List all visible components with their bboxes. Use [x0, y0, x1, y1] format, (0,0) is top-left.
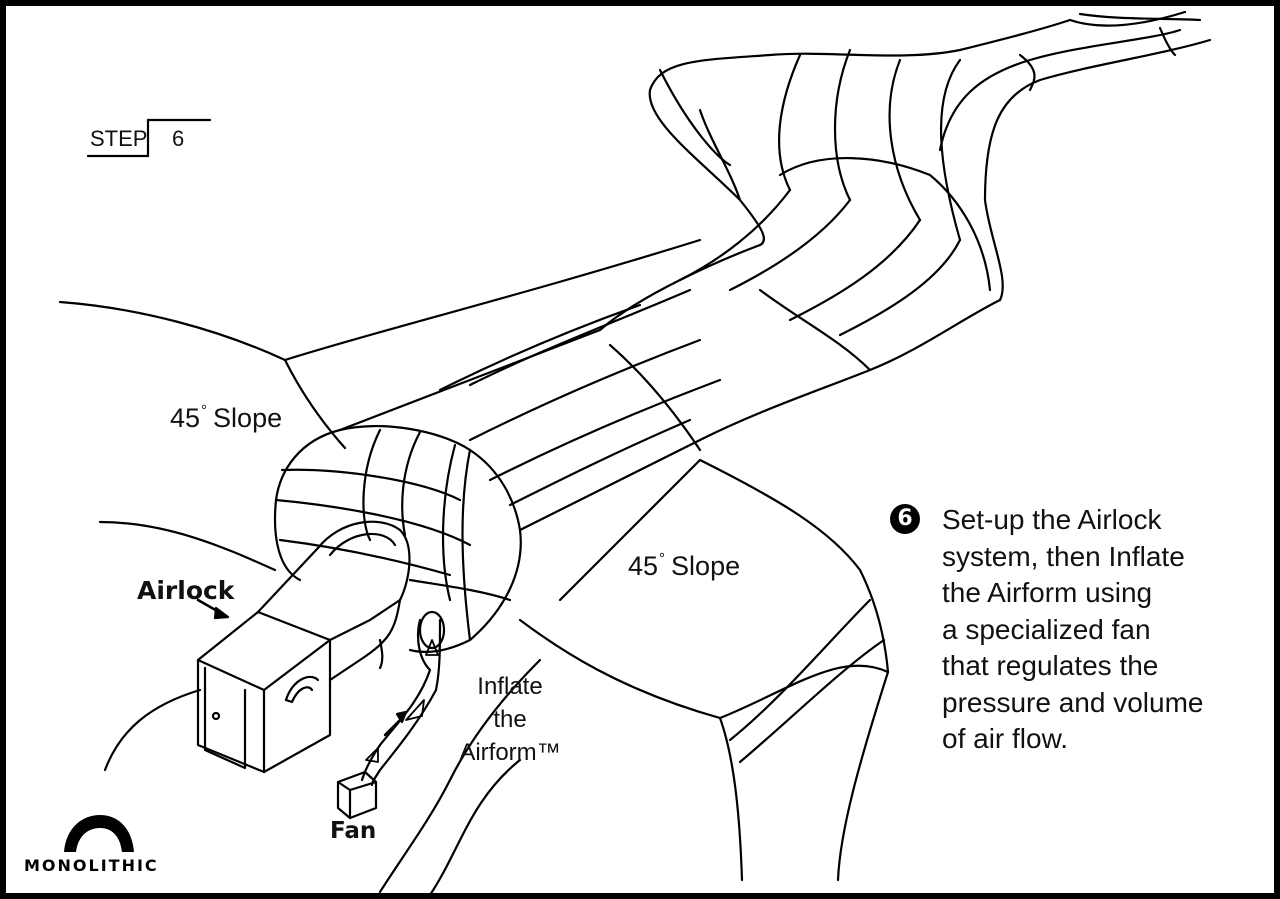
description-line: Set-up the Airlock — [942, 504, 1162, 535]
step-number: 6 — [172, 126, 185, 151]
degree-sign-left: ° — [201, 402, 208, 419]
description-line: that regulates the — [942, 650, 1159, 681]
fan-label: Fan — [330, 818, 377, 844]
slope-label-right: 45° Slope — [628, 550, 740, 582]
slope-angle-left: 45 — [170, 403, 201, 433]
airform-tube — [273, 10, 1212, 654]
slope-label-left: 45° Slope — [170, 402, 282, 434]
step-bracket — [86, 118, 212, 158]
inflate-line: Inflate — [477, 673, 543, 700]
ground-slopes — [58, 238, 890, 897]
inflate-airform-label: Inflate the Airform™ — [440, 670, 580, 769]
description-line: the Airform using — [942, 577, 1153, 608]
inflate-line: the — [493, 706, 527, 733]
monolithic-logo-text: MONOLITHIC — [24, 856, 159, 875]
description-text: Set-up the Airlock system, then Inflate … — [942, 502, 1272, 758]
step-number-badge: 6 — [890, 504, 920, 534]
airlock-arrow — [196, 598, 230, 620]
slope-angle-right: 45 — [628, 551, 659, 581]
slope-word-right: Slope — [671, 551, 741, 581]
description-line: pressure and volume — [942, 686, 1204, 718]
airlock-structure — [196, 520, 411, 774]
monolithic-logo-mark — [64, 815, 134, 852]
description-line: a specialized fan — [942, 613, 1151, 645]
description-line: system, then Inflate — [942, 540, 1185, 572]
fan-duct — [336, 610, 446, 820]
step-label: STEP — [90, 126, 148, 151]
degree-sign-right: ° — [659, 550, 666, 567]
inflate-line: Airform™ — [459, 739, 561, 766]
airlock-label: Airlock — [137, 576, 235, 605]
description-line: of air flow. — [942, 723, 1069, 754]
slope-word-left: Slope — [213, 403, 283, 433]
